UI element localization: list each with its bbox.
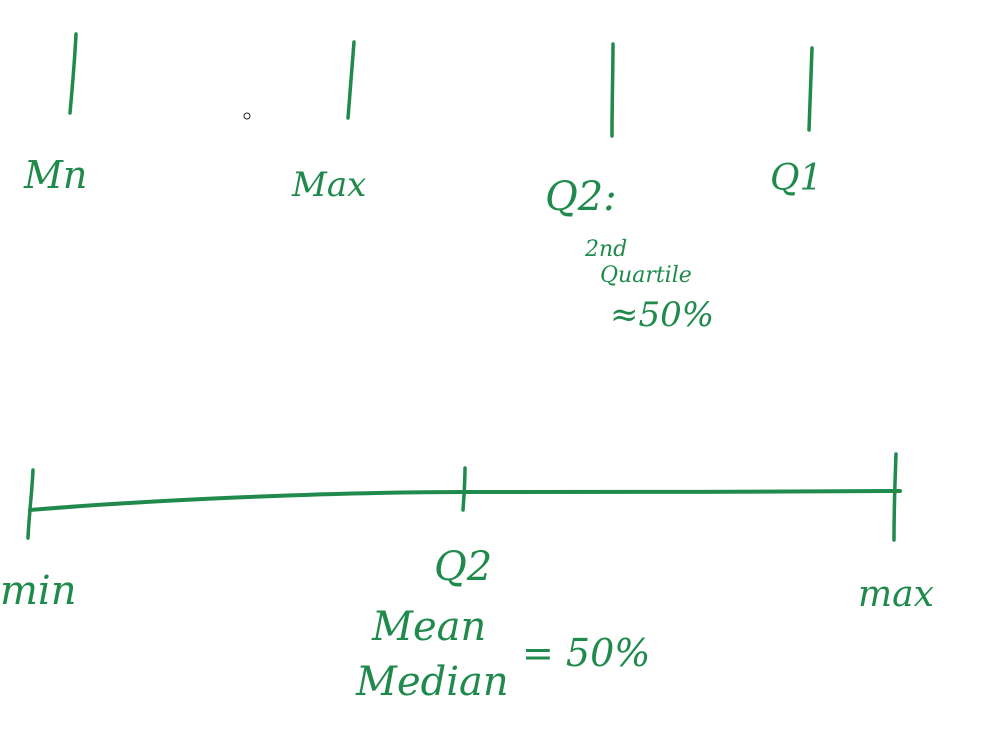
number-line-percent-label: = 50% <box>522 631 650 675</box>
top-q2-note-2nd: 2nd <box>584 237 627 262</box>
number-line-tick-max <box>892 452 898 542</box>
top-q1-label: Q1 <box>770 158 822 199</box>
top-q2-note-percent: ≈50% <box>610 295 714 335</box>
top-tick-q1 <box>807 46 814 132</box>
number-line-mid-label: Q2 <box>434 544 492 590</box>
top-max-label: Max <box>291 165 366 205</box>
number-line-mean-label: Mean <box>371 604 486 650</box>
number-line-tick-mid <box>461 466 467 512</box>
number-line-median-label: Median <box>355 659 509 705</box>
top-tick-q2 <box>610 42 615 138</box>
number-line-max-label: max <box>858 574 934 615</box>
top-q2-note-quartile: Quartile <box>600 263 692 288</box>
top-tick-max <box>346 40 356 120</box>
number-line-tick-min <box>26 468 35 540</box>
top-q2-label: Q2: <box>545 174 617 220</box>
stray-dot <box>243 112 251 120</box>
top-min-label: Mn <box>23 153 87 197</box>
number-line-min-label: min <box>0 568 76 614</box>
top-tick-min <box>68 32 78 115</box>
